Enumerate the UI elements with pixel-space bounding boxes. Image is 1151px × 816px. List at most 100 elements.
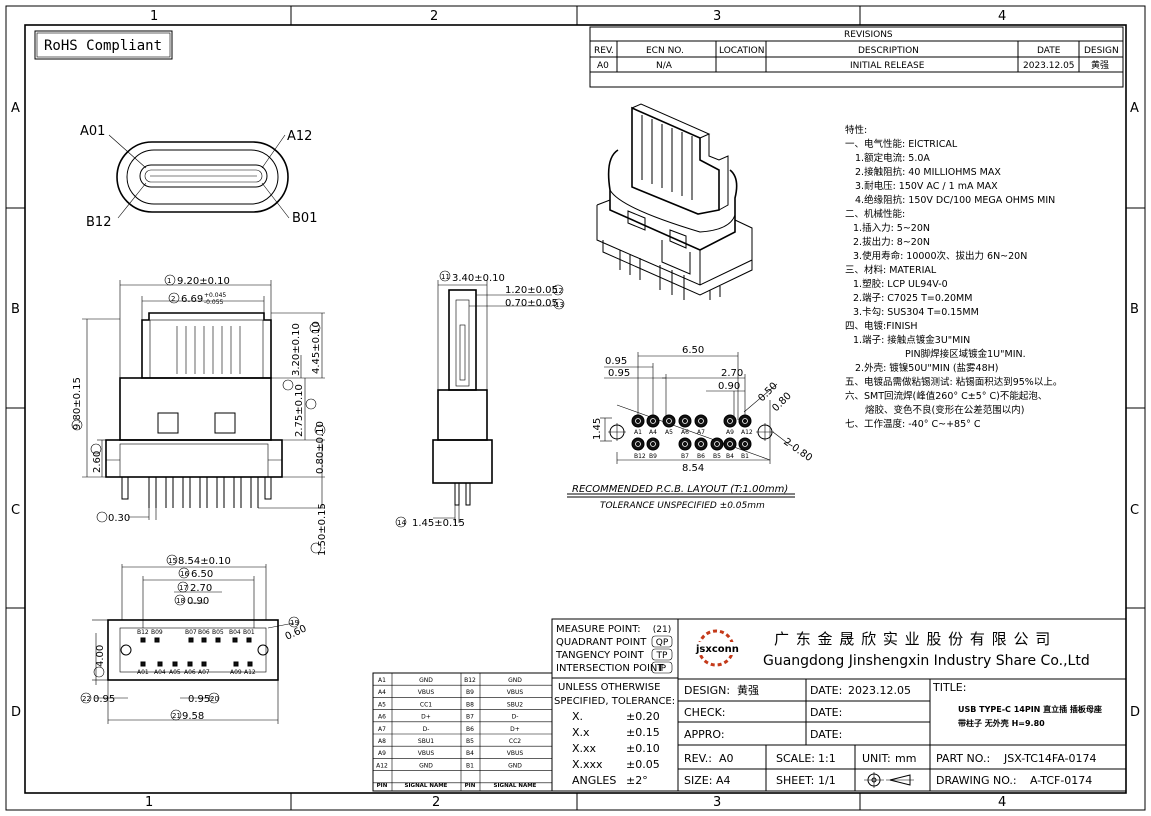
- spec-note-line: 2.外壳: 镀镍50U"MIN (盐雾48H): [855, 362, 998, 374]
- signal-cell: B9: [466, 689, 474, 696]
- spec-note-line: 六、SMT回流焊(峰值260° C±5° C)不能起泡、: [845, 390, 1047, 402]
- zone-row-b-right: B: [1130, 302, 1139, 317]
- zone-col-3-top: 3: [713, 9, 721, 24]
- bottom-pin-label-bottom: A05: [169, 669, 181, 676]
- pcb-pad-top: [662, 414, 676, 428]
- signal-cell: CC2: [509, 738, 521, 745]
- part-no-value: JSX-TC14FA-0174: [1003, 752, 1097, 765]
- title-label: TITLE:: [932, 681, 966, 694]
- pcb-pad-top: [631, 414, 645, 428]
- pcb-pad-top: [738, 414, 752, 428]
- zone-col-2-top: 2: [430, 9, 438, 24]
- pcb-pad-label-top: A12: [741, 429, 753, 436]
- appro-label: APPRO:: [684, 728, 725, 741]
- date-value: 2023.12.05: [848, 684, 911, 697]
- pcb-dim-a: 0.95: [605, 356, 627, 367]
- revisions-table: REVISIONS REV. ECN NO. LOCATION DESCRIPT…: [589, 26, 1124, 88]
- pcb-pad-label-top: A4: [649, 429, 657, 436]
- pcb-pad-top: [646, 414, 660, 428]
- bottom-pin-bottom: [172, 661, 178, 667]
- mating-face-view: A01 A12 B12 B01: [80, 124, 317, 230]
- zone-row-c-left: C: [11, 503, 20, 518]
- dim-side-d12: 1.20±0.05: [505, 285, 558, 296]
- title-block: jsxconn 广 东 金 晟 欣 实 业 股 份 有 限 公 司 Guangd…: [677, 618, 1127, 792]
- drawing-no-value: A-TCF-0174: [1030, 774, 1092, 787]
- pcb-pad-label-top: A6: [681, 429, 689, 436]
- title-line-2: 带柱子 无外壳 H=9.80: [958, 718, 1045, 728]
- bottom-view: 15 8.54±0.10 16 6.50 17 2.70 18 0.90 19 …: [80, 554, 308, 724]
- zone-row-d-right: D: [1130, 705, 1140, 720]
- svg-text:15: 15: [168, 557, 177, 565]
- tolerance-angles-label: ANGLES: [572, 774, 616, 787]
- bottom-pin-label-top: B01: [243, 629, 255, 636]
- bottom-pin-label-top: B04: [229, 629, 241, 636]
- dim-front-tongue-tol-dn: -0.055: [204, 299, 224, 306]
- spec-note-line: PIN脚焊接区域镀金1U"MIN.: [905, 348, 1026, 360]
- bottom-pin-bottom: [187, 661, 193, 667]
- measure-label: QUADRANT POINT: [556, 637, 647, 648]
- pcb-pad-bottom: [723, 437, 737, 451]
- pcb-pad-label-bottom: B5: [713, 453, 721, 460]
- pcb-dim-d: 0.90: [718, 381, 740, 392]
- dim-front-d3: 3.20±0.10: [291, 323, 302, 376]
- tolerance-angles-value: ±2°: [626, 774, 648, 787]
- bottom-pin-label-bottom: A12: [244, 669, 256, 676]
- bottom-pin-bottom: [247, 661, 253, 667]
- logo-text: jsxconn: [695, 644, 739, 655]
- spec-note-line: 五、电镀品需做粘锡测试: 粘锡面积达到95%以上。: [845, 376, 1062, 388]
- signal-cell: GND: [419, 762, 433, 769]
- signal-header: SIGNAL NAME: [405, 783, 448, 789]
- spec-note-line: 二、机械性能:: [845, 208, 905, 220]
- svg-text:19: 19: [290, 619, 299, 627]
- pcb-pad-label-bottom: B9: [649, 453, 657, 460]
- signal-header: SIGNAL NAME: [494, 783, 537, 789]
- dim-front-d5: 2.75±0.10: [294, 384, 305, 437]
- rev-label: REV.:: [684, 752, 712, 765]
- zone-row-d-left: D: [11, 705, 21, 720]
- signal-cell: A9: [378, 750, 386, 757]
- pcb-pad-top: [694, 414, 708, 428]
- rev-header-ecn: ECN NO.: [646, 46, 684, 56]
- rev-header-rev: REV.: [594, 46, 614, 56]
- svg-text:1: 1: [167, 277, 171, 285]
- spec-note-line: 2.端子: C7025 T=0.20MM: [853, 292, 972, 304]
- signal-cell: B6: [466, 726, 474, 733]
- pcb-pad-label-bottom: B12: [634, 453, 646, 460]
- pcb-pad-label-bottom: B1: [741, 453, 749, 460]
- signal-cell: SBU2: [507, 701, 523, 708]
- dim-front-tongue-tol-up: +0.045: [204, 292, 226, 299]
- measure-code: (21): [653, 625, 671, 635]
- bottom-pin-bottom: [233, 661, 239, 667]
- side-view: 11 3.40±0.10 1.20±0.05 12 0.70±0.05 13 1…: [395, 270, 565, 529]
- unit-label: UNIT:: [862, 752, 891, 765]
- rev-header-design: DESIGN: [1084, 46, 1119, 56]
- drawing-no-label: DRAWING NO.:: [936, 774, 1017, 787]
- signal-cell: B8: [466, 701, 474, 708]
- bottom-pin-bottom: [140, 661, 146, 667]
- measure-code: QP: [656, 638, 669, 648]
- signal-cell: B1: [466, 762, 474, 769]
- pin-label-a12: A12: [287, 129, 312, 144]
- bottom-pin-top: [188, 637, 194, 643]
- size-value: A4: [716, 774, 731, 787]
- measure-code: IP: [658, 664, 667, 674]
- pcb-pad-bottom: [678, 437, 692, 451]
- sheet-value: 1/1: [818, 774, 836, 787]
- rohs-label: RoHS Compliant: [44, 38, 162, 54]
- bottom-pin-label-bottom: A04: [154, 669, 166, 676]
- bottom-pin-label-top: B12: [137, 629, 149, 636]
- appro-date-label: DATE:: [810, 728, 842, 741]
- signal-cell: A5: [378, 701, 386, 708]
- rev-row-ecn: N/A: [656, 61, 673, 71]
- zone-row-b-left: B: [11, 302, 20, 317]
- dim-front-base: 2.60: [92, 451, 103, 473]
- measure-label: MEASURE POINT:: [556, 624, 641, 635]
- signal-cell: GND: [508, 762, 522, 769]
- bottom-pin-label-bottom: A09: [230, 669, 242, 676]
- projection-symbol-icon: [864, 772, 914, 788]
- scale-label: SCALE:: [776, 752, 815, 765]
- spec-note-line: 2.拔出力: 8~20N: [853, 236, 930, 248]
- signal-cell: A6: [378, 714, 386, 721]
- tolerance-value: ±0.05: [626, 758, 660, 771]
